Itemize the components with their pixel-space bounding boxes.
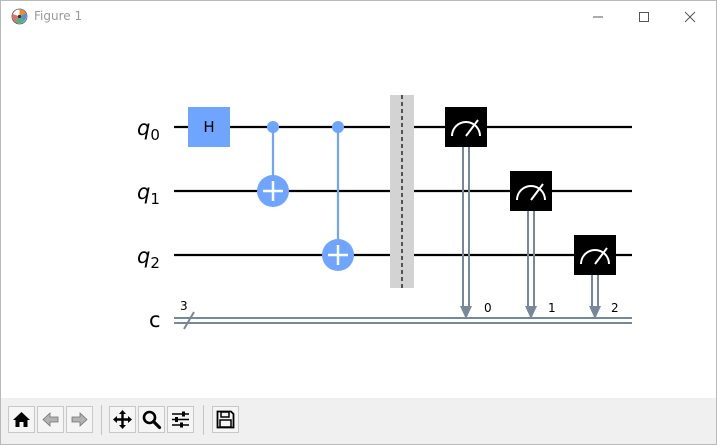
minimize-button[interactable] — [575, 1, 621, 32]
toolbar-separator — [101, 405, 102, 435]
back-arrow-icon — [42, 412, 59, 427]
pan-button[interactable] — [109, 406, 136, 433]
save-button[interactable] — [212, 406, 239, 433]
classical-register-width: 3 — [180, 299, 188, 313]
toolbar-separator — [203, 405, 204, 435]
circuit-diagram: q0 q1 q2 c 3 H — [137, 95, 632, 332]
measure-gate-q2 — [574, 235, 616, 275]
title-bar[interactable]: Figure 1 — [1, 1, 716, 32]
forward-button[interactable] — [66, 406, 93, 433]
measure-0-arrowhead — [460, 306, 472, 319]
navigation-toolbar — [1, 398, 716, 444]
zoom-icon — [142, 410, 162, 430]
classical-bundle-slash — [183, 311, 195, 330]
measure-0-meter-needle — [465, 119, 479, 137]
home-icon — [13, 412, 30, 427]
move-icon — [113, 410, 132, 429]
measure-gate-q0 — [445, 107, 487, 147]
sliders-icon — [172, 411, 189, 428]
measure-2-bit-label: 2 — [611, 301, 619, 315]
measure-2-arrowhead — [589, 306, 601, 319]
measure-1-arrowhead — [525, 306, 537, 319]
close-button[interactable] — [667, 1, 713, 32]
maximize-button[interactable] — [621, 1, 667, 32]
close-icon — [684, 11, 696, 22]
measure-2-meter-arc — [580, 249, 610, 265]
back-button[interactable] — [37, 406, 64, 433]
measure-1-bit-label: 1 — [548, 301, 556, 315]
measure-1-meter-needle — [530, 183, 544, 201]
minimize-icon — [593, 16, 603, 17]
measure-gate-q1 — [510, 171, 552, 211]
qubit-label-q1: q1 — [137, 180, 160, 208]
home-button[interactable] — [8, 406, 35, 433]
barrier — [390, 95, 414, 288]
window-title: Figure 1 — [34, 9, 83, 23]
measure-0-meter-arc — [451, 121, 481, 137]
measure-2-meter-needle — [594, 247, 608, 265]
matplotlib-logo-icon — [11, 8, 28, 25]
cnot-1-control-dot — [267, 121, 279, 133]
configure-subplots-button[interactable] — [167, 406, 194, 433]
h-gate-label: H — [203, 118, 214, 136]
figure-canvas[interactable]: q0 q1 q2 c 3 H — [1, 32, 716, 398]
measure-1-meter-arc — [516, 185, 546, 201]
classical-register-label: c — [149, 308, 161, 332]
zoom-button[interactable] — [138, 406, 165, 433]
cnot-2-control-dot — [332, 121, 344, 133]
h-gate — [188, 107, 230, 147]
forward-arrow-icon — [71, 412, 88, 427]
measure-0-bit-label: 0 — [484, 301, 492, 315]
maximize-icon — [639, 11, 649, 22]
qubit-label-q2: q2 — [137, 244, 160, 272]
qubit-label-q0: q0 — [137, 116, 160, 144]
save-icon — [216, 410, 235, 429]
